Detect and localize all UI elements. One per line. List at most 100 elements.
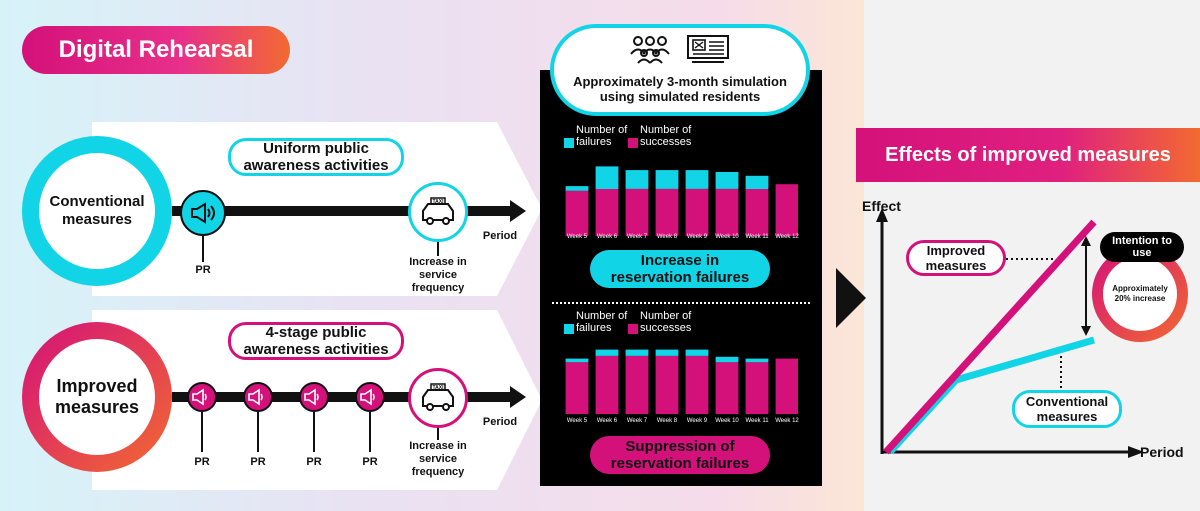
improved-activity-text: 4-stage public awareness activities (243, 324, 389, 358)
improved-measures-label: Improved measures (906, 240, 1006, 276)
x-tick-label: Week 8 (656, 234, 678, 240)
bar-failures (625, 349, 649, 356)
x-tick-label: Week 9 (686, 234, 708, 240)
bar-failures (685, 170, 709, 189)
taxi-icon: TAXI (422, 383, 454, 411)
conventional-timeline (172, 206, 510, 216)
conventional-period-label: Period (482, 230, 518, 242)
bar-failures (655, 170, 679, 189)
conventional-ring: Conventional measures (22, 136, 172, 286)
megaphone-icon (304, 388, 319, 406)
bar-failures (655, 349, 679, 356)
result-increase: Increase in reservation failures (590, 250, 770, 288)
bar-chart-2 (565, 349, 798, 414)
conventional-pr-label: PR (195, 264, 211, 276)
big-right-arrow (836, 268, 866, 328)
bar-failures (745, 175, 769, 189)
x-tick-label: Week 6 (596, 234, 618, 240)
result-increase-text: Increase in reservation failures (610, 252, 750, 286)
intention-title: Intention to use (1100, 232, 1184, 262)
chart-1-xlabels: Week 5 Week 6 Week 7 Week 8 Week 9 Week 10 Wee… (562, 234, 802, 240)
x-tick-label: Week 12 (775, 418, 799, 424)
bar-failures (565, 358, 589, 363)
legend-failures: Number of failures (576, 310, 628, 334)
x-axis-arrow (1128, 446, 1144, 458)
bar-successes (565, 362, 589, 414)
bar-successes (745, 362, 769, 414)
improved-pr-line (313, 412, 315, 452)
conventional-timeline-arrow (510, 200, 526, 222)
improved-pr-line (369, 412, 371, 452)
improved-label: Improved measures (39, 339, 155, 455)
effects-title: Effects of improved measures (856, 128, 1200, 182)
bar-successes (775, 184, 798, 236)
improved-taxi: TAXI (408, 368, 468, 428)
simulation-header: Approximately 3-month simulation using s… (550, 24, 810, 116)
megaphone-icon (248, 388, 263, 406)
chart-2: Number of failures Number of successes W… (558, 310, 808, 480)
chart-1: Number of failures Number of successes W… (558, 122, 808, 292)
improved-service-label: Increase in service frequency (409, 440, 467, 478)
x-tick-label: Week 12 (775, 234, 799, 240)
x-tick-label: Week 5 (566, 418, 588, 424)
megaphone-icon (191, 202, 215, 224)
improved-pr-icon (299, 382, 329, 412)
conventional-activity: Uniform public awareness activities (228, 138, 404, 176)
bar-successes (625, 355, 649, 414)
y-axis-arrow (876, 208, 888, 222)
bar-successes (625, 188, 649, 236)
group-people-icon (630, 36, 670, 64)
intention-value: Approximately 20% increase (1103, 257, 1177, 331)
bar-successes (715, 362, 739, 414)
intention-title-text: Intention to use (1112, 235, 1172, 259)
intention-value-text: Approximately 20% increase (1112, 284, 1168, 303)
improved-pr-icon (355, 382, 385, 412)
conventional-pr-line (202, 236, 204, 262)
improved-pr-icon (243, 382, 273, 412)
bar-failures (685, 349, 709, 356)
x-tick-label: Week 10 (715, 418, 739, 424)
result-suppression: Suppression of reservation failures (590, 436, 770, 474)
bar-successes (775, 358, 798, 414)
x-tick-label: Week 11 (745, 234, 769, 240)
x-tick-label: Week 5 (566, 234, 588, 240)
megaphone-icon (192, 388, 207, 406)
bar-successes (685, 188, 709, 236)
improved-pr-icon (187, 382, 217, 412)
bar-successes (715, 188, 739, 236)
difference-arrow-top (1081, 236, 1091, 246)
bar-failures (715, 356, 739, 363)
improved-measures-label-text: Improved measures (925, 243, 987, 273)
improved-pr-label: PR (250, 456, 266, 468)
bar-failures (715, 172, 739, 189)
improved-pr-line (201, 412, 203, 452)
x-tick-label: Week 7 (626, 234, 648, 240)
improved-period-label: Period (482, 416, 518, 428)
x-axis-label: Period (1140, 444, 1184, 460)
y-axis-label: Effect (862, 198, 901, 214)
bar-successes (595, 355, 619, 414)
x-tick-label: Week 8 (656, 418, 678, 424)
x-tick-label: Week 10 (715, 234, 739, 240)
x-tick-label: Week 6 (596, 418, 618, 424)
x-tick-label: Week 11 (745, 418, 769, 424)
taxi-icon: TAXI (422, 197, 454, 225)
improved-line (883, 219, 1097, 455)
conventional-activity-text: Uniform public awareness activities (243, 140, 389, 174)
improved-pr-line (257, 412, 259, 452)
panel-divider (552, 302, 810, 304)
result-suppression-text: Suppression of reservation failures (610, 438, 750, 472)
x-tick-label: Week 7 (626, 418, 648, 424)
improved-taxi-line (437, 428, 439, 440)
legend-failures: Number of failures (576, 124, 628, 148)
bar-failures (745, 358, 769, 363)
legend-successes-swatch (628, 138, 638, 148)
improved-pr-label: PR (362, 456, 378, 468)
conventional-pr-icon (180, 190, 226, 236)
effects-graph (876, 208, 1144, 458)
bar-failures (595, 166, 619, 189)
conventional-taxi: TAXI (408, 182, 468, 242)
svg-text:TAXI: TAXI (432, 385, 444, 391)
bar-successes (655, 188, 679, 236)
